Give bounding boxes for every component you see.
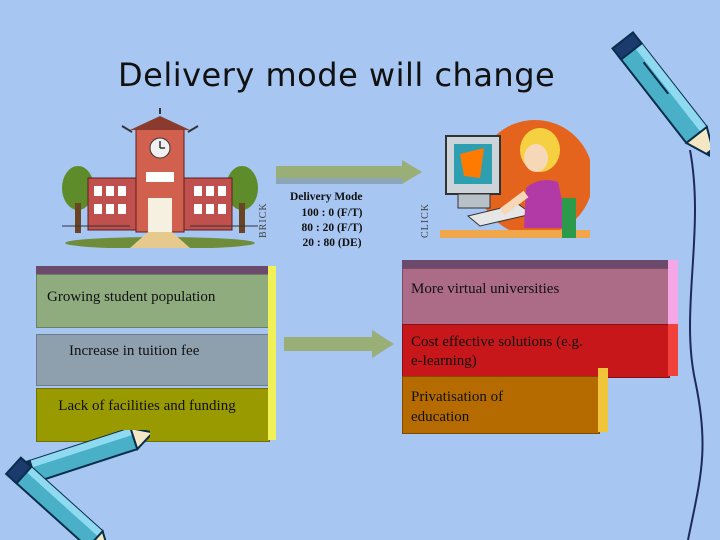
slide-title: Delivery mode will change (118, 56, 556, 94)
arrow-right-icon-2 (284, 330, 394, 358)
right-block-1-label: More virtual universities (411, 281, 560, 297)
click-label: CLICK (420, 203, 431, 238)
left-block-1-top (36, 266, 268, 274)
left-block-1: Growing student population (36, 274, 270, 328)
right-block-3: Privatisation of education (402, 376, 600, 434)
left-block-2-side (268, 326, 276, 384)
decorative-curve (687, 150, 704, 540)
right-block-1: More virtual universities (402, 268, 670, 326)
left-block-3: Lack of facilities and funding (36, 388, 270, 442)
delivery-mode-line-2: 80 : 20 (F/T) (301, 222, 363, 234)
left-block-3-label: Lack of facilities and funding (58, 398, 236, 414)
right-block-3-label: Privatisation of education (411, 389, 504, 425)
pencil-icon (611, 31, 710, 161)
arrow-right-icon (276, 160, 422, 184)
left-block-1-label: Growing student population (47, 289, 216, 305)
right-block-1-top (402, 260, 668, 268)
left-block-3-side (268, 380, 276, 440)
right-block-3-side (598, 368, 608, 432)
left-stack: Growing student population Increase in t… (36, 266, 276, 442)
left-block-2-label: Increase in tuition fee (69, 343, 200, 359)
delivery-mode-line-1: 100 : 0 (F/T) (301, 207, 363, 219)
left-block-1-side (268, 266, 276, 326)
brick-label: BRICK (258, 202, 269, 238)
pencil-icon-2 (4, 430, 150, 540)
right-block-2: Cost effective solutions (e.g. e-learnin… (402, 324, 670, 378)
left-block-2: Increase in tuition fee (36, 334, 270, 386)
girl-at-computer-icon (440, 120, 590, 238)
school-building-icon (62, 108, 258, 248)
delivery-mode-heading: Delivery Mode (290, 191, 363, 203)
right-block-2-label: Cost effective solutions (e.g. e-learnin… (411, 334, 583, 369)
right-stack: More virtual universities Cost effective… (402, 260, 682, 436)
right-block-2-side (668, 324, 678, 376)
delivery-mode-line-3: 20 : 80 (DE) (302, 237, 362, 249)
right-block-1-side (668, 260, 678, 324)
